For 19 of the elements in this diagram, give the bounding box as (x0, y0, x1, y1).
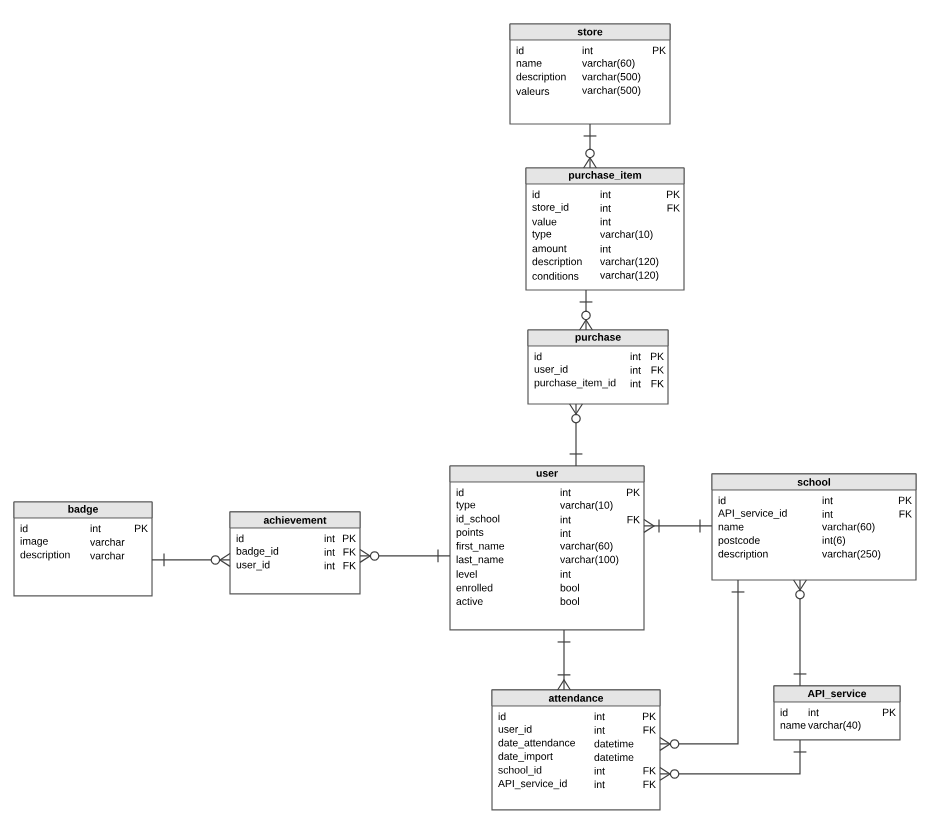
relationship-line (643, 518, 713, 533)
relationship-line (151, 552, 231, 567)
entity-table (229, 511, 361, 595)
relationship-line (579, 289, 593, 331)
entity-table (491, 689, 661, 811)
relationship-line (793, 579, 807, 687)
entity-table (509, 23, 671, 125)
relationship-line (659, 579, 745, 751)
entity-table (711, 473, 917, 581)
entity-table (773, 685, 901, 741)
entity-table (527, 329, 669, 405)
relationship-line (569, 403, 583, 467)
relationship-line (583, 123, 597, 169)
entity-table (13, 501, 153, 597)
entity-table (525, 167, 685, 291)
relationship-line (659, 739, 807, 781)
relationship-line (359, 548, 451, 563)
entity-table (449, 465, 645, 631)
relationship-line (557, 629, 571, 691)
